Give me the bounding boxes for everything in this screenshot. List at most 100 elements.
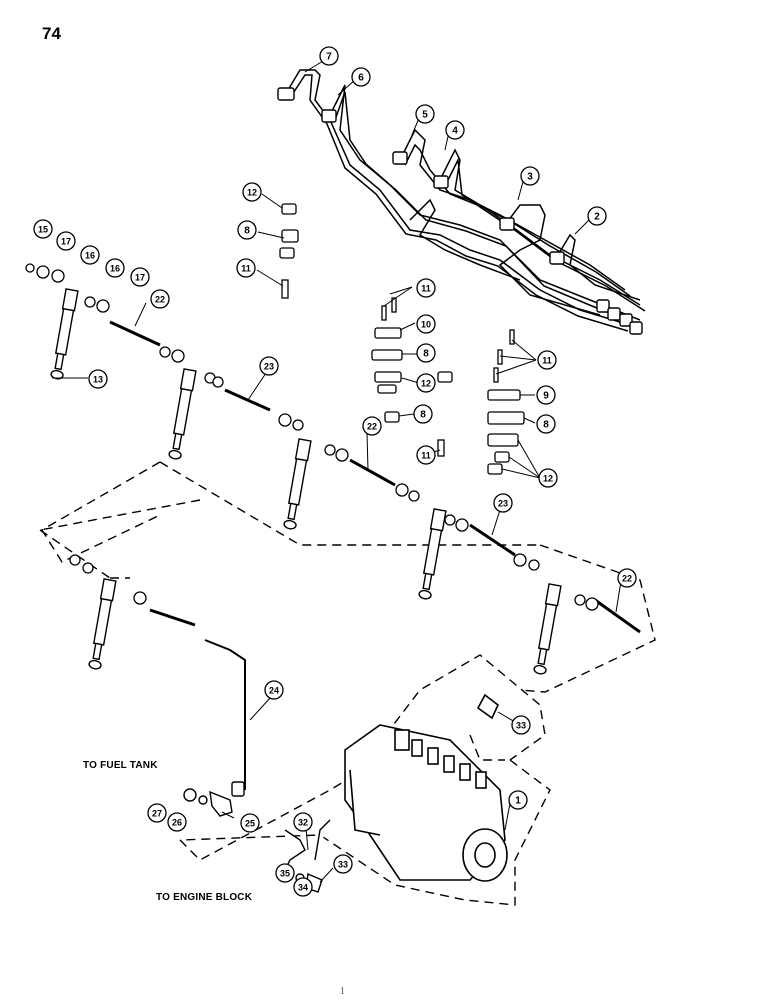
group-outline-pump	[179, 654, 551, 906]
callout-circle	[293, 877, 313, 897]
callout-34: 34	[293, 877, 313, 897]
callout-number: 8	[543, 420, 549, 431]
callout-number: 33	[338, 860, 348, 870]
callout-15: 15	[33, 219, 53, 239]
callout-35: 35	[275, 863, 295, 883]
callout-25: 25	[240, 813, 260, 833]
callout-circle	[236, 258, 256, 278]
callout-number: 35	[280, 869, 290, 879]
callout-number: 32	[298, 818, 308, 828]
callout-circle	[88, 369, 108, 389]
callout-8: 8	[416, 343, 436, 363]
callout-17: 17	[56, 231, 76, 251]
injector-assemblies	[50, 288, 562, 675]
callout-circle	[362, 416, 382, 436]
callout-circle	[242, 182, 262, 202]
group-outline-injectors	[39, 461, 656, 693]
callout-circle	[240, 813, 260, 833]
callout-circle	[105, 258, 125, 278]
leader-lines	[52, 60, 622, 883]
callout-17: 17	[130, 267, 150, 287]
callout-23: 23	[493, 493, 513, 513]
callout-8: 8	[413, 404, 433, 424]
page-number: 74	[42, 24, 61, 43]
callout-circle	[275, 863, 295, 883]
callout-number: 3	[527, 172, 533, 183]
callout-6: 6	[351, 67, 371, 87]
callout-9: 9	[536, 385, 556, 405]
callout-number: 11	[542, 356, 552, 366]
callout-circle	[237, 220, 257, 240]
fuel-return-fittings	[183, 781, 331, 893]
callout-11: 11	[416, 278, 436, 298]
callout-33: 33	[333, 854, 353, 874]
callout-number: 22	[622, 574, 632, 584]
callout-number: 24	[269, 686, 279, 696]
callout-circle	[264, 680, 284, 700]
callout-number: 17	[61, 237, 71, 247]
callout-circle	[293, 812, 313, 832]
callout-22: 22	[150, 289, 170, 309]
callout-number: 11	[421, 451, 431, 461]
callout-7: 7	[319, 46, 339, 66]
callout-33: 33	[511, 715, 531, 735]
callout-circle	[415, 104, 435, 124]
callout-circle	[416, 373, 436, 393]
injection-lines-bundle	[284, 69, 646, 332]
callout-16: 16	[105, 258, 125, 278]
callout-number: 10	[421, 320, 431, 330]
callout-24: 24	[264, 680, 284, 700]
line-fittings	[277, 87, 643, 335]
callout-number: 15	[38, 225, 48, 235]
callout-number: 5	[422, 110, 428, 121]
callout-circle	[445, 120, 465, 140]
callout-number: 9	[543, 391, 549, 402]
callout-circle	[538, 468, 558, 488]
callout-circle	[259, 356, 279, 376]
callout-number: 27	[152, 809, 162, 819]
callout-23: 23	[259, 356, 279, 376]
callout-number: 7	[326, 52, 332, 63]
callout-number: 34	[298, 883, 308, 893]
callout-number: 8	[420, 410, 426, 421]
callout-number: 25	[245, 819, 255, 829]
callout-number: 22	[367, 422, 377, 432]
callout-16: 16	[80, 245, 100, 265]
callout-number: 23	[498, 499, 508, 509]
callout-13: 13	[88, 369, 108, 389]
callout-circle	[413, 404, 433, 424]
callout-circle	[33, 219, 53, 239]
to-fuel-tank-label: TO FUEL TANK	[83, 760, 158, 771]
callout-22: 22	[617, 568, 637, 588]
callout-circle	[150, 289, 170, 309]
callout-circle	[493, 493, 513, 513]
callout-12: 12	[538, 468, 558, 488]
callout-circle	[416, 314, 436, 334]
callout-number: 12	[421, 379, 431, 389]
callout-markers: 7654321281115171616172211108121323119881…	[33, 46, 637, 897]
leak-off-tubes	[109, 320, 641, 790]
callout-number: 13	[93, 375, 103, 385]
injection-pump	[344, 693, 508, 882]
callout-4: 4	[445, 120, 465, 140]
seal-nuts	[25, 263, 599, 611]
callout-circle	[130, 267, 150, 287]
callout-circle	[617, 568, 637, 588]
callout-number: 6	[358, 73, 364, 84]
callout-number: 16	[110, 264, 120, 274]
callout-number: 26	[172, 818, 182, 828]
callout-number: 16	[85, 251, 95, 261]
callout-number: 11	[421, 284, 431, 294]
callout-circle	[416, 278, 436, 298]
callout-8: 8	[237, 220, 257, 240]
callout-circle	[536, 385, 556, 405]
callout-number: 4	[452, 126, 458, 137]
callout-number: 33	[516, 721, 526, 731]
callout-number: 22	[155, 295, 165, 305]
callout-3: 3	[520, 166, 540, 186]
callout-circle	[520, 166, 540, 186]
callout-circle	[351, 67, 371, 87]
callout-number: 12	[543, 474, 553, 484]
